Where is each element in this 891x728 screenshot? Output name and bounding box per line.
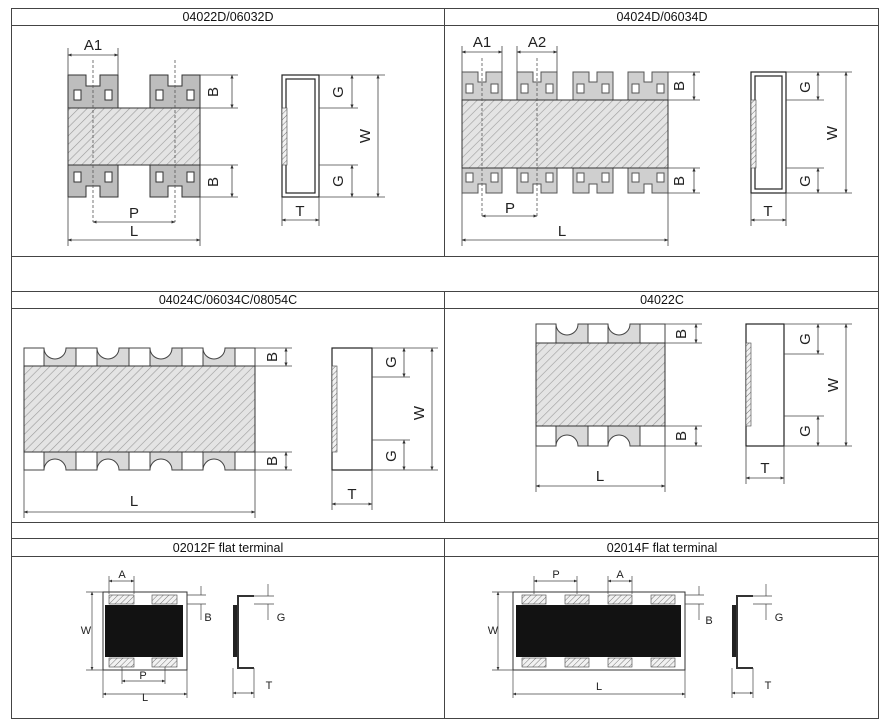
table-grid [11,8,879,719]
dim-w: W [357,128,374,143]
dim-l: L [130,493,138,510]
dim-g: G [775,612,784,624]
header-02014f: 02014F flat terminal [607,541,717,555]
header-02012f: 02012F flat terminal [173,541,283,555]
diagram-04022c-top-view: L B B [535,323,702,492]
diagram-04024c-top-view: L B B [23,347,292,518]
dim-w: W [411,405,428,420]
dim-g: G [797,425,814,437]
dim-a: A [118,569,126,581]
dim-b: B [205,87,222,97]
dim-l: L [596,468,604,485]
dim-b: B [264,352,281,362]
dim-t: T [295,203,304,220]
header-04022d: 04022D/06032D [182,10,273,24]
diagram-04022d-top-view: A1 P L B B [67,37,238,246]
dim-p: P [505,200,515,217]
dim-b: B [205,177,222,187]
dim-l: L [596,681,602,693]
dim-b: B [671,81,688,91]
diagram-04024d-side-view: G G W T [750,71,852,226]
header-04022c: 04022C [640,293,684,307]
dim-a: A [616,569,624,581]
dim-b: B [264,456,281,466]
dim-g: G [330,86,347,98]
dim-t: T [347,486,356,503]
dim-g: G [277,612,286,624]
dim-b: B [671,176,688,186]
dim-w: W [825,377,842,392]
dim-l: L [142,692,148,704]
dim-a1: A1 [84,37,102,54]
diagram-04024c-side-view: G G W T [331,347,438,510]
dim-b: B [673,329,690,339]
dim-b: B [673,431,690,441]
dim-w: W [81,625,92,637]
dim-p: P [552,569,559,581]
header-04024c: 04024C/06034C/08054C [159,293,297,307]
dim-w: W [488,625,499,637]
dim-p: P [139,670,146,682]
dim-g: G [383,356,400,368]
dim-g: G [797,81,814,93]
dim-a1: A1 [473,34,491,51]
dim-p: P [129,205,139,222]
dim-g: G [383,450,400,462]
dim-w: W [824,125,841,140]
dim-b: B [204,612,211,624]
dim-b: B [705,615,712,627]
dim-t: T [763,203,772,220]
diagram-04022d-side-view: G G W T [281,74,385,226]
dim-t: T [765,680,772,692]
header-04024d: 04024D/06034D [616,10,707,24]
dim-a2: A2 [528,34,546,51]
dim-l: L [558,223,566,240]
diagram-04024d-top-view: A1 A2 P L B B [461,34,700,246]
diagram-04022c-side-view: G G W T [745,323,852,484]
diagram-02012f-top-view: A P L W B [81,569,212,704]
dim-g: G [797,333,814,345]
dim-t: T [266,680,273,692]
dim-t: T [760,460,769,477]
dim-g: G [797,175,814,187]
diagram-02014f-top-view: P A L W B [488,569,713,698]
dim-l: L [130,223,138,240]
dim-g: G [330,175,347,187]
diagram-02012f-side-view: G T [232,584,286,698]
diagram-02014f-side-view: G T [731,584,784,698]
